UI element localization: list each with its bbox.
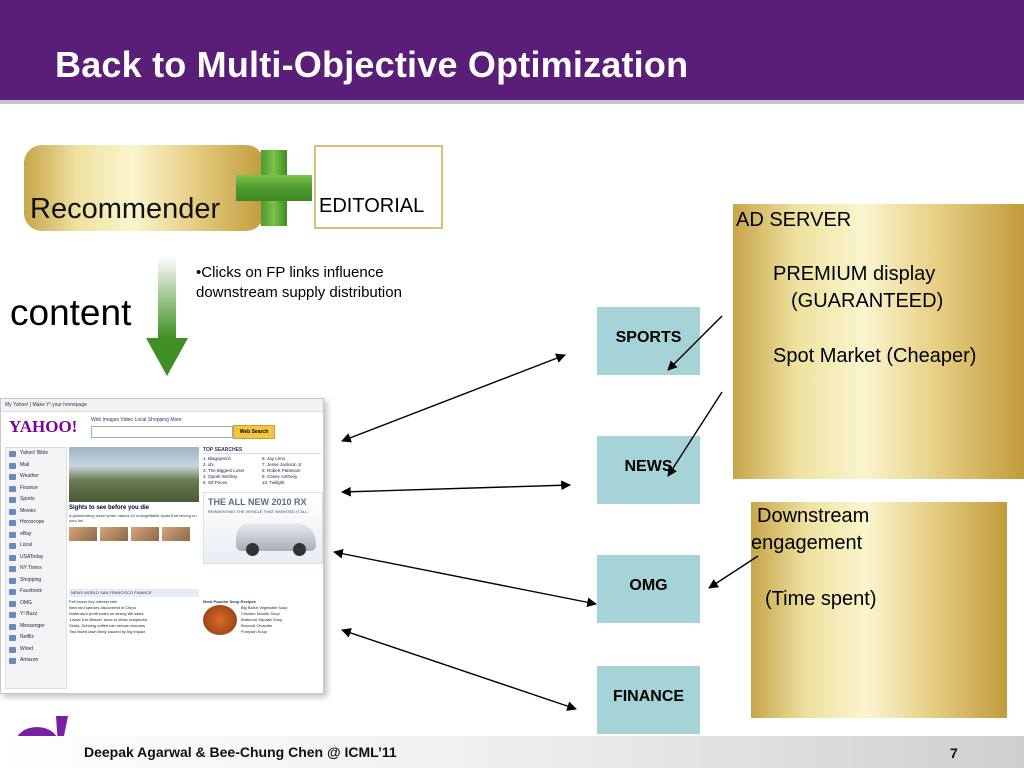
- top-search-item: 1. Blagojevich: [203, 456, 232, 461]
- downstream-line2: engagement: [751, 532, 863, 554]
- ad-text: REINVENTING THE VEHICLE THAT INVENTED IT…: [208, 509, 308, 514]
- recommender-label: Recommender: [30, 193, 221, 225]
- editorial-label: EDITORIAL: [319, 195, 425, 217]
- spotlight-item: Pumpkin Soup: [241, 629, 268, 634]
- category-sports: SPORTS: [597, 307, 700, 375]
- search-button: Web Search: [233, 425, 275, 439]
- slide-title: Back to Multi-Objective Optimization: [55, 44, 689, 85]
- category-label: SPORTS: [615, 329, 682, 346]
- sidebar-item: Facebook: [6, 586, 66, 598]
- top-search-item: 3. The Biggest Loser: [203, 468, 245, 473]
- category-label: NEWS: [624, 458, 673, 475]
- sidebar-item: Weather: [6, 471, 66, 483]
- top-search-item: 5. Oil Prices: [203, 480, 228, 485]
- screenshot-topbar: My Yahoo! | Make Y! your homepage: [1, 399, 323, 412]
- yahoo-logo: YAHOO!: [9, 417, 78, 436]
- sidebar-item: eBay: [6, 529, 66, 541]
- spotlight-title: Most Popular Soup Recipes: [203, 599, 256, 604]
- sidebar-item: Netflix: [6, 632, 66, 644]
- category-finance: FINANCE: [597, 666, 700, 734]
- news-list: NEWS WORLD SAN FRANCISCO FINANCE Fell lo…: [69, 589, 199, 635]
- downstream-line3: (Time spent): [765, 588, 877, 610]
- spotlight-item: Big Batch Vegetable Soup: [241, 605, 288, 610]
- display-ad: THE ALL NEW 2010 RX REINVENTING THE VEHI…: [203, 492, 323, 564]
- ad-title: THE ALL NEW 2010 RX: [208, 497, 307, 507]
- top-search-item: 2. xfx: [203, 462, 214, 467]
- guaranteed-label: (GUARANTEED): [791, 290, 944, 312]
- sidebar-item: OMG: [6, 598, 66, 610]
- top-search-item: 10. Twilight: [262, 480, 285, 485]
- sidebar-item: Yahoo! Bible: [6, 448, 66, 460]
- sidebar-item: Sports: [6, 494, 66, 506]
- top-search-item: 9. Casey Anthony: [262, 474, 298, 479]
- content-label: content: [10, 292, 132, 333]
- title-bar: Back to Multi-Objective Optimization: [0, 0, 1024, 104]
- arrow-finance: [341, 628, 577, 711]
- downstream-line1: Downstream: [757, 505, 870, 527]
- feature-thumbnails: [69, 527, 199, 541]
- arrow-omg: [333, 548, 597, 608]
- top-searches-title: TOP SEARCHES: [203, 447, 321, 454]
- sidebar-item: Y! Buzz: [6, 609, 66, 621]
- sidebar-item: Movies: [6, 506, 66, 518]
- sidebar-item: Messenger: [6, 621, 66, 633]
- spotlight-item: Chicken Noodle Soup: [241, 611, 280, 616]
- right-column: TOP SEARCHES 1. Blagojevich 2. xfx 3. Th…: [203, 447, 323, 564]
- sidebar-item: NY Times: [6, 563, 66, 575]
- category-label: FINANCE: [612, 688, 685, 705]
- sidebar-item: Shopping: [6, 575, 66, 587]
- sidebar-item: Horoscope: [6, 517, 66, 529]
- spotlight-item: Butternut Squash Soup: [241, 617, 283, 622]
- news-item: Two faced lawn likely caused by big impa…: [69, 629, 146, 634]
- editorial-box: EDITORIAL: [314, 145, 443, 229]
- footer-author: Deepak Agarwal & Bee-Chung Chen @ ICML’1…: [84, 744, 397, 760]
- sidebar-item: Amazon: [6, 655, 66, 667]
- premium-display-label: PREMIUM display: [773, 263, 936, 285]
- sidebar-item: USAToday: [6, 552, 66, 564]
- category-news: NEWS: [597, 436, 700, 504]
- yahoo-homepage-screenshot: My Yahoo! | Make Y! your homepage YAHOO!…: [0, 398, 324, 694]
- news-item: New bird species discovered in China: [69, 605, 136, 610]
- top-search-item: 6. Jay Leno: [262, 456, 286, 461]
- feature-title: Sights to see before you die: [69, 505, 150, 511]
- news-item: 'Leave it to Beaver' actor to show sculp…: [69, 617, 148, 622]
- spot-market-label: Spot Market (Cheaper): [773, 345, 977, 367]
- top-search-item: 8. Robert Pattinson: [262, 468, 301, 473]
- favorites-sidebar: Yahoo! Bible Mail Weather Finance Sports…: [5, 447, 67, 689]
- downstream-box: Downstream engagement (Time spent): [751, 502, 1007, 718]
- page-number: 7: [950, 745, 958, 761]
- soup-image: [203, 605, 237, 635]
- top-search-item: 7. Jesse Jackson Jr: [262, 462, 302, 467]
- news-item: Fell lovers key interest rate: [69, 599, 117, 604]
- category-label: OMG: [629, 577, 668, 594]
- news-item: Nintendo's profit soars on strong Wii sa…: [69, 611, 144, 616]
- news-item: Study: Drinking coffee can reduce chance…: [69, 623, 145, 628]
- arrow-sports: [341, 353, 566, 443]
- sidebar-item: Wired: [6, 644, 66, 656]
- top-searches: 1. Blagojevich 2. xfx 3. The Biggest Los…: [203, 456, 321, 486]
- arrow-news: [341, 480, 571, 497]
- clicks-note: •Clicks on FP links influence downstream…: [196, 264, 402, 301]
- spotlight: Most Popular Soup Recipes Big Batch Vege…: [203, 599, 321, 635]
- footer: Deepak Agarwal & Bee-Chung Chen @ ICML’1…: [0, 736, 1024, 768]
- spotlight-item: Broccoli Chowder: [241, 623, 273, 628]
- ad-server-box: AD SERVER PREMIUM display (GUARANTEED) S…: [733, 204, 1024, 479]
- sidebar-item: Finance: [6, 483, 66, 495]
- news-tabs: NEWS WORLD SAN FRANCISCO FINANCE: [69, 589, 199, 597]
- ad-server-heading: AD SERVER: [736, 209, 852, 231]
- feature-story: Sights to see before you die A globetrot…: [69, 447, 199, 587]
- top-search-item: 4. Oprah Winfrey: [203, 474, 238, 479]
- recommender-box: Recommender: [24, 145, 264, 231]
- down-arrow-icon: [146, 256, 188, 376]
- car-image: [236, 523, 316, 556]
- search-tabs: Web Images Video Local Shopping More: [91, 417, 182, 423]
- feature-text: A globetrotting travel writer names 10 u…: [69, 513, 197, 523]
- feature-photo: [69, 447, 199, 502]
- plus-icon: [236, 150, 312, 226]
- sidebar-item: Mail: [6, 460, 66, 472]
- search-input: [91, 426, 233, 438]
- sidebar-item: Local: [6, 540, 66, 552]
- category-omg: OMG: [597, 555, 700, 623]
